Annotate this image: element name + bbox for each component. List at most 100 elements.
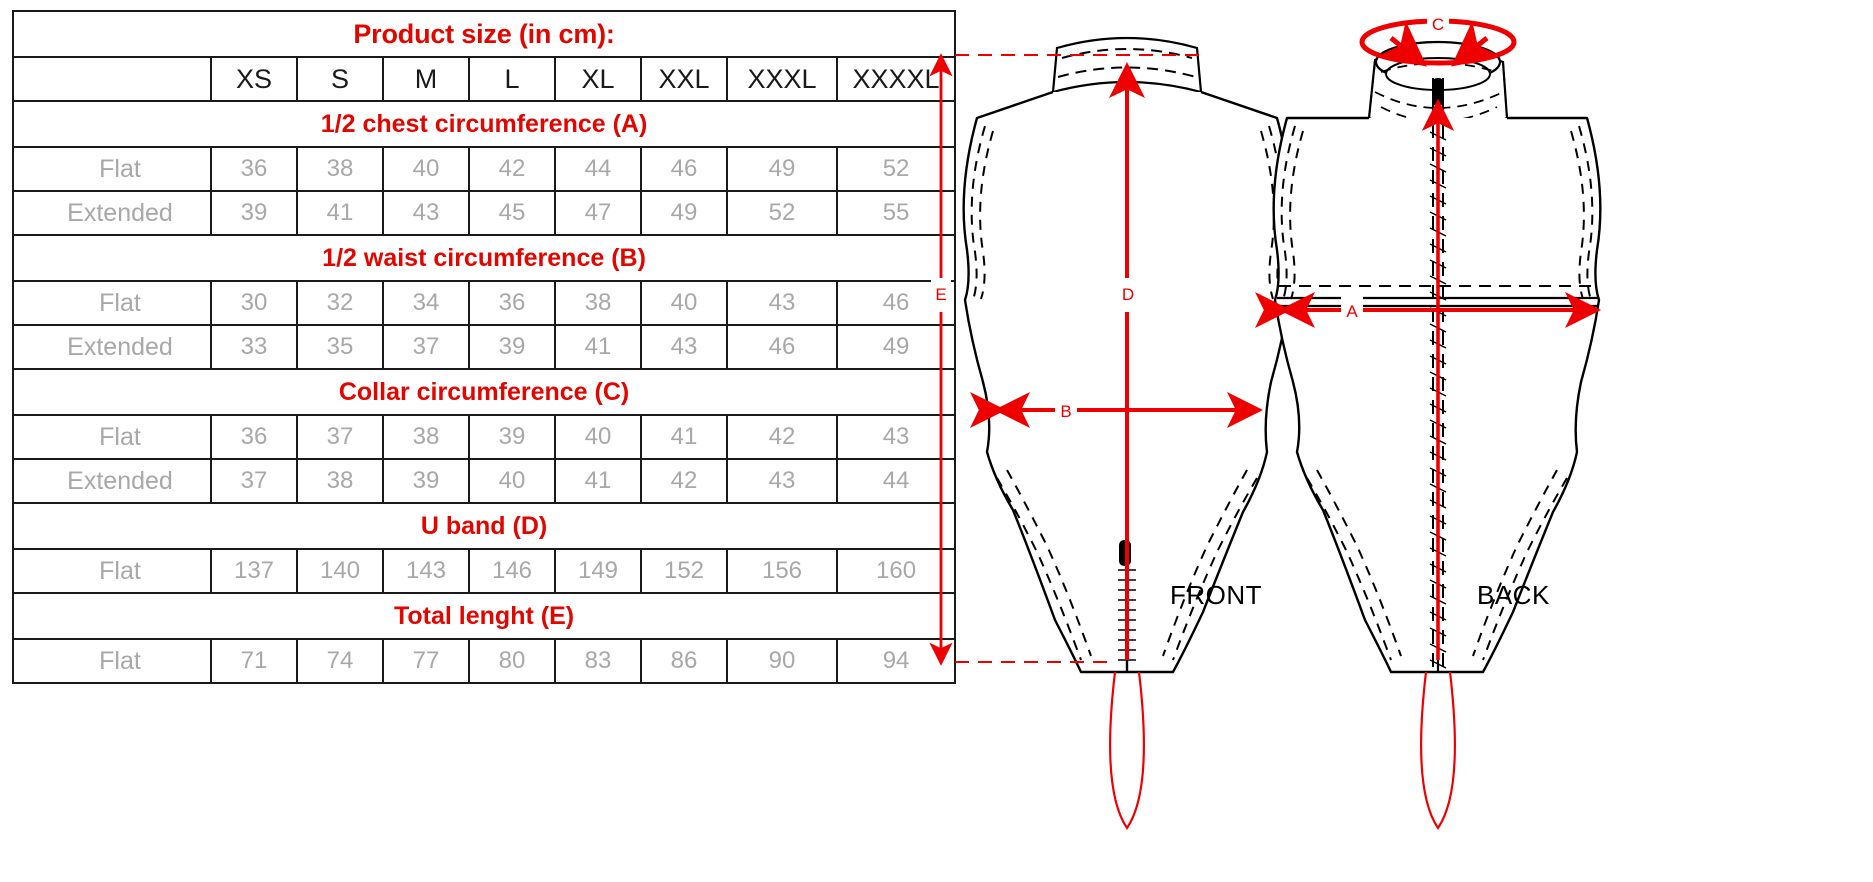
measure-value: 160 (876, 557, 917, 584)
measure-value: 44 (584, 155, 612, 182)
front-view-garment: E D B (929, 36, 1292, 830)
front-view-label: FRONT (1170, 580, 1263, 610)
measure-value: 40 (498, 467, 526, 494)
measure-value: 36 (498, 289, 526, 316)
measure-cell: 49 (640, 190, 728, 236)
measure-value: 152 (663, 557, 705, 584)
measure-value: 40 (670, 289, 698, 316)
measure-value: 41 (670, 423, 698, 450)
section-heading-row: U band (D) (11, 502, 957, 550)
measure-cell: 40 (640, 280, 728, 326)
measure-cell: 160 (835, 548, 957, 594)
measure-value: 43 (768, 467, 796, 494)
measure-value: 40 (412, 155, 440, 182)
size-header-label: L (504, 63, 520, 94)
section-heading-cell: U band (D) (11, 502, 957, 550)
garment-technical-drawing: E D B (905, 0, 1873, 882)
measure-cell: 49 (726, 146, 838, 192)
measure-value: 41 (326, 199, 354, 226)
table-title-cell: Product size (in cm): (11, 10, 957, 58)
measure-cell: 47 (554, 190, 642, 236)
measure-value: 42 (768, 423, 796, 450)
measure-value: 33 (240, 333, 268, 360)
measure-value: 77 (412, 647, 440, 674)
measure-cell: 94 (835, 638, 957, 684)
measure-value: 43 (670, 333, 698, 360)
measure-cell: 41 (296, 190, 384, 236)
measure-cell: 41 (554, 458, 642, 504)
label-d: D (1122, 285, 1134, 304)
measure-value: 49 (670, 199, 698, 226)
row-label: Flat (99, 154, 141, 183)
measure-value: 41 (584, 467, 612, 494)
measure-value: 137 (233, 557, 275, 584)
measure-value: 94 (882, 647, 910, 674)
label-e: E (935, 285, 946, 304)
measure-cell: 37 (382, 324, 470, 370)
measure-value: 143 (405, 557, 447, 584)
section-heading-cell: 1/2 chest circumference (A) (11, 100, 957, 148)
section-heading-row: 1/2 chest circumference (A) (11, 100, 957, 148)
measure-cell: 39 (210, 190, 298, 236)
measure-value: 35 (326, 333, 354, 360)
measure-cell: 42 (468, 146, 556, 192)
measure-cell: 32 (296, 280, 384, 326)
measure-cell: 83 (554, 638, 642, 684)
measure-value: 90 (768, 647, 796, 674)
measure-value: 46 (882, 289, 910, 316)
size-header-xxxl: XXXL (726, 56, 838, 102)
measure-value: 36 (240, 423, 268, 450)
measure-value: 49 (768, 155, 796, 182)
measure-cell: 37 (296, 414, 384, 460)
measure-value: 55 (882, 199, 910, 226)
measure-value: 40 (584, 423, 612, 450)
size-header-label: XXXL (747, 63, 817, 94)
measure-cell: 33 (210, 324, 298, 370)
measure-value: 34 (412, 289, 440, 316)
measure-value: 37 (412, 333, 440, 360)
row-label-cell: Extended (12, 190, 212, 236)
measure-value: 71 (240, 647, 268, 674)
measure-cell: 90 (726, 638, 838, 684)
measure-cell: 38 (382, 414, 470, 460)
row-label: Extended (67, 332, 173, 361)
row-label-cell: Extended (12, 324, 212, 370)
measure-cell: 55 (835, 190, 957, 236)
measure-cell: 140 (296, 548, 384, 594)
measure-value: 156 (761, 557, 803, 584)
measure-cell: 39 (382, 458, 470, 504)
label-b: B (1060, 402, 1071, 421)
measure-cell: 30 (210, 280, 298, 326)
measure-cell: 137 (210, 548, 298, 594)
measure-cell: 40 (554, 414, 642, 460)
measure-cell: 43 (382, 190, 470, 236)
size-header-label: XS (235, 63, 273, 94)
measure-cell: 52 (835, 146, 957, 192)
measure-value: 140 (319, 557, 361, 584)
measure-cell: 152 (640, 548, 728, 594)
measure-cell: 40 (468, 458, 556, 504)
measure-cell: 46 (640, 146, 728, 192)
measure-value: 86 (670, 647, 698, 674)
back-view-label: BACK (1477, 580, 1550, 610)
measure-value: 45 (498, 199, 526, 226)
measure-cell: 38 (296, 458, 384, 504)
measure-value: 37 (326, 423, 354, 450)
measure-cell: 143 (382, 548, 470, 594)
header-blank-cell (12, 56, 212, 102)
row-label: Flat (99, 288, 141, 317)
section-heading: 1/2 waist circumference (B) (322, 243, 646, 272)
measure-value: 38 (326, 155, 354, 182)
row-label-cell: Flat (12, 146, 212, 192)
section-heading-cell: 1/2 waist circumference (B) (11, 234, 957, 282)
section-heading-row: Total lenght (E) (11, 592, 957, 640)
